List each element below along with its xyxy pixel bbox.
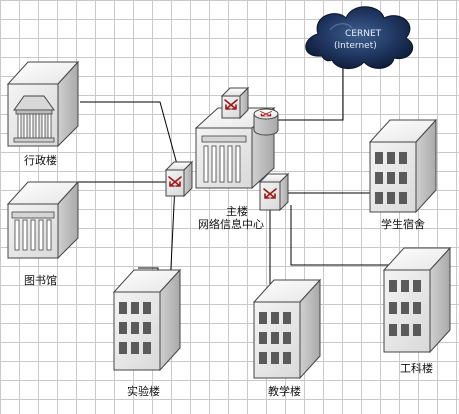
cernet-label: CERNET <box>345 29 382 39</box>
link-core-cloud <box>272 68 344 121</box>
library-building-icon <box>6 180 80 260</box>
left-switch-icon <box>164 160 194 198</box>
network-links <box>47 68 393 322</box>
admin-building-label: 行政楼 <box>24 154 57 167</box>
rooftop-switch-icon <box>220 86 250 120</box>
link-admin-router <box>80 101 179 169</box>
lab-building-icon <box>112 268 182 372</box>
core-router-icon <box>253 108 279 136</box>
right-switch-icon <box>258 172 290 212</box>
link-hub-engineering <box>290 205 393 266</box>
engineering-building-icon <box>382 246 452 354</box>
dorm-building-icon <box>368 118 438 214</box>
dorm-building-label: 学生宿舍 <box>381 218 425 231</box>
engineering-building-label: 工科楼 <box>400 362 433 375</box>
lab-building-label: 实验楼 <box>127 385 160 398</box>
internet-label: (Internet) <box>334 41 377 51</box>
network-center-label: 网络信息中心 <box>198 218 264 231</box>
library-building-label: 图书馆 <box>24 274 57 287</box>
main-building-label: 主楼 <box>226 205 248 218</box>
cernet-cloud: CERNET (Internet) <box>305 6 414 69</box>
admin-building-icon <box>6 60 80 148</box>
teaching-building-icon <box>252 278 322 380</box>
teaching-building-label: 教学楼 <box>268 385 301 398</box>
